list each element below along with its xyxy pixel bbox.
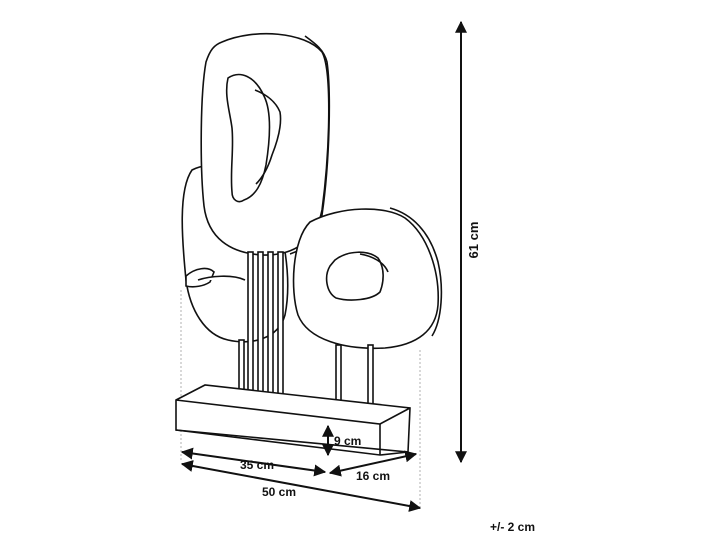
width-label: 50 cm [262,485,296,499]
depth-label: 16 cm [356,469,390,483]
depth-dimension: 16 cm [328,450,418,483]
height-dimension: 61 cm [455,20,481,464]
guide-lines [180,290,421,508]
tolerance-note: +/- 2 cm [490,520,535,534]
wooden-base [175,384,411,456]
length-dimension: 35 cm [180,447,327,477]
length-label: 35 cm [240,458,274,472]
slab-top-oval [200,32,331,256]
base-height-dimension: 9 cm [322,424,361,457]
width-dimension: 50 cm [180,460,422,512]
slab-right [292,207,443,350]
height-label: 61 cm [466,222,481,259]
support-rods [238,251,374,416]
base-height-label: 9 cm [334,434,361,448]
